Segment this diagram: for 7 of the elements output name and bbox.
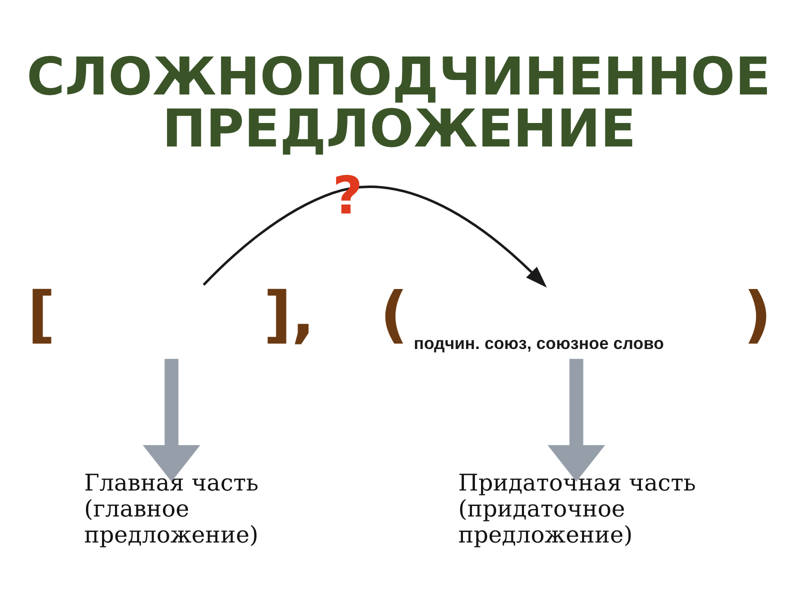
node-text: Придаточная часть (придаточное предложение) [458, 470, 696, 549]
diagram-title: СЛОЖНОПОДЧИНЕННОЕ ПРЕДЛОЖЕНИЕ [26, 47, 771, 160]
arrow [142, 358, 200, 482]
arrow [548, 358, 606, 482]
node-text: [ ], [27, 280, 315, 351]
arrow [202, 186, 547, 288]
node-text: Главная часть (главное предложение) [84, 470, 259, 549]
